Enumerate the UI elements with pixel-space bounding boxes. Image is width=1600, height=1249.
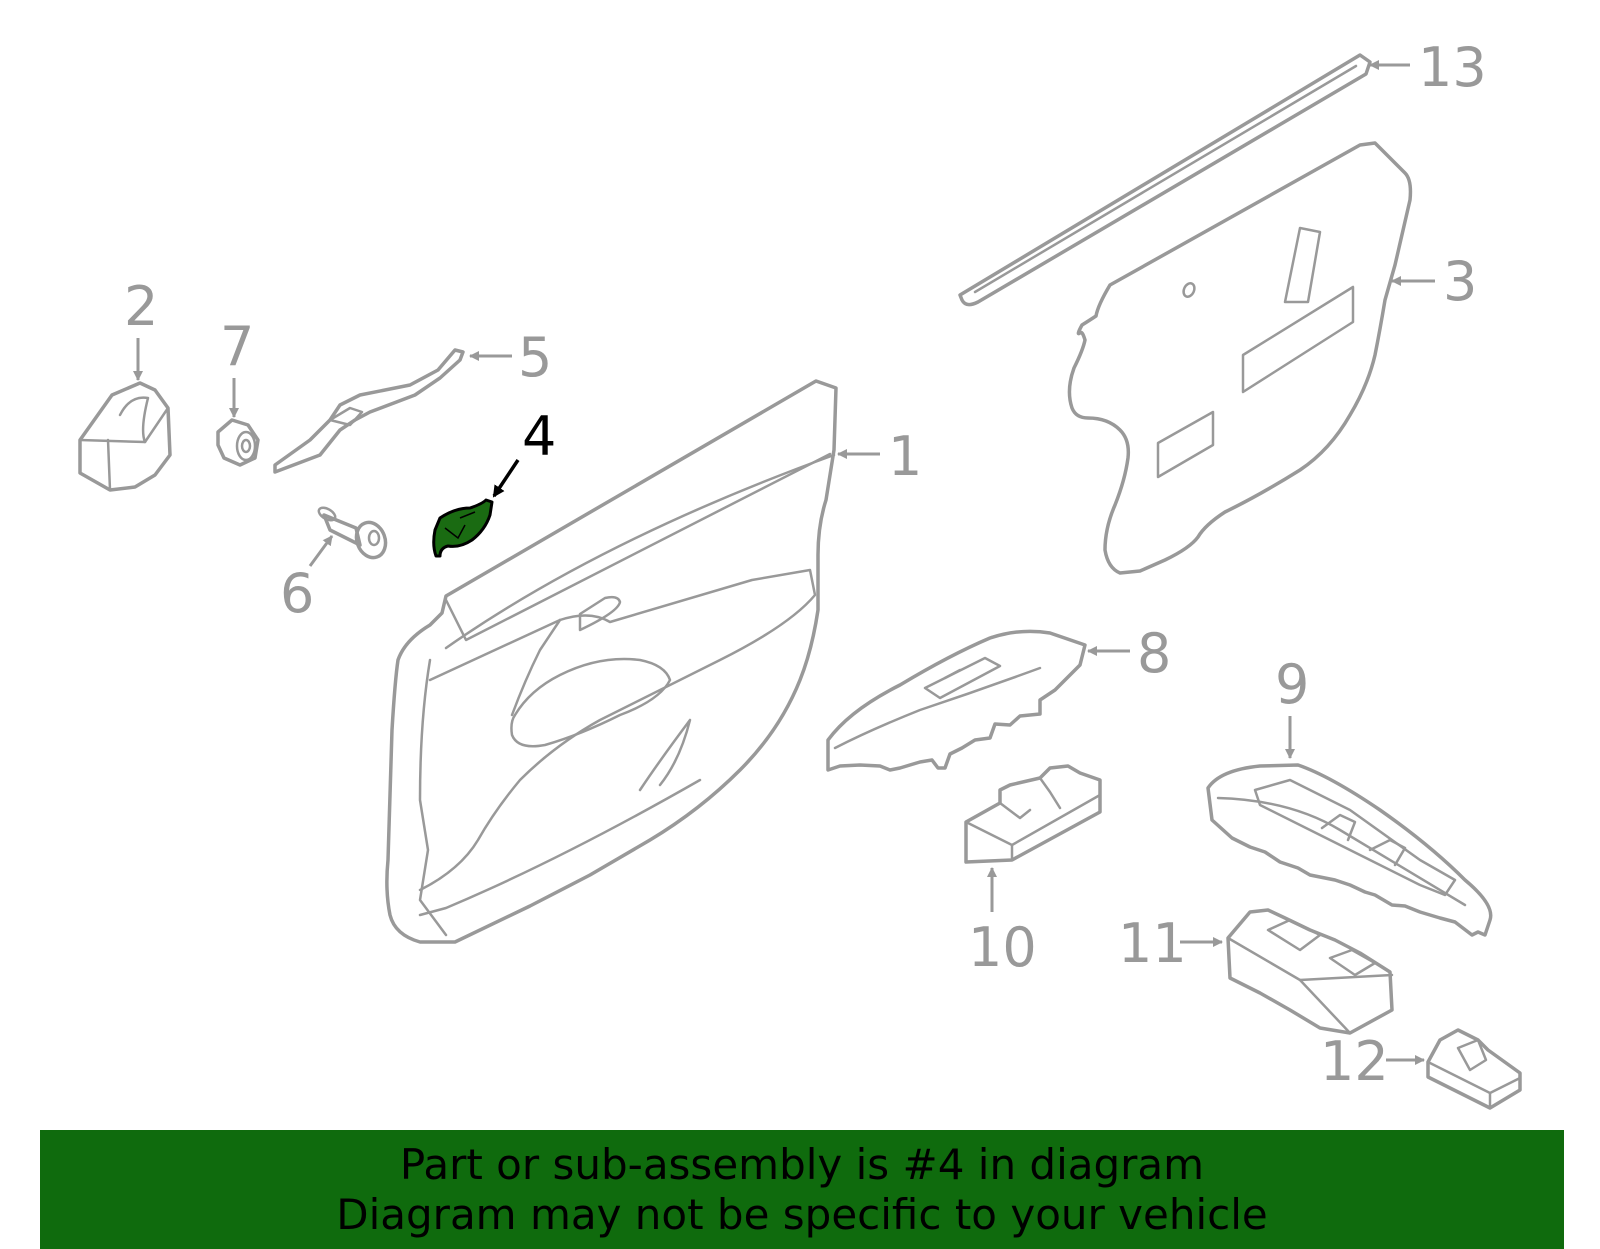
part-7-clip [216,418,260,467]
callout-11: 11 [1118,912,1223,975]
callout-12-label: 12 [1320,1030,1389,1093]
callout-10-label: 10 [968,916,1037,979]
callout-4-label: 4 [522,405,556,468]
part-1-door-trim-panel [385,379,838,944]
part-8-switch-bezel [826,629,1087,772]
callout-1-label: 1 [888,425,922,488]
callout-6: 6 [280,535,334,625]
part-5-bracket [273,348,465,474]
callout-3-label: 3 [1443,250,1477,313]
banner-line-1: Part or sub-assembly is #4 in diagram [399,1140,1205,1189]
callout-7: 7 [220,315,254,418]
banner-line-2: Diagram may not be specific to your vehi… [336,1190,1268,1239]
callout-7-label: 7 [220,315,254,378]
info-banner: Part or sub-assembly is #4 in diagram Di… [40,1130,1564,1249]
callout-6-label: 6 [280,562,314,625]
callout-11-label: 11 [1118,912,1187,975]
callout-10: 10 [968,867,1037,979]
callout-5-label: 5 [518,326,552,389]
callout-4: 4 [492,405,556,498]
part-9-master-bezel [1206,763,1493,937]
part-12-switch [1426,1028,1522,1110]
part-3-trim-pad [1067,141,1413,575]
callout-9: 9 [1275,653,1309,759]
callout-5: 5 [469,326,552,389]
callout-1: 1 [837,425,922,488]
part-13-belt-molding [958,53,1372,307]
callout-9-label: 9 [1275,653,1309,716]
part-2-cover [78,381,172,492]
callout-13: 13 [1369,36,1487,99]
callout-3: 3 [1391,250,1477,313]
callout-12: 12 [1320,1030,1425,1093]
part-6-pin [317,506,388,560]
part-10-switch [964,764,1102,864]
callout-13-label: 13 [1418,36,1487,99]
callout-2-label: 2 [124,275,158,338]
callout-8-label: 8 [1137,622,1171,685]
part-4-highlighted [432,498,494,558]
callout-8: 8 [1087,622,1171,685]
part-11-master-switch [1226,908,1394,1035]
callout-2: 2 [124,275,158,381]
